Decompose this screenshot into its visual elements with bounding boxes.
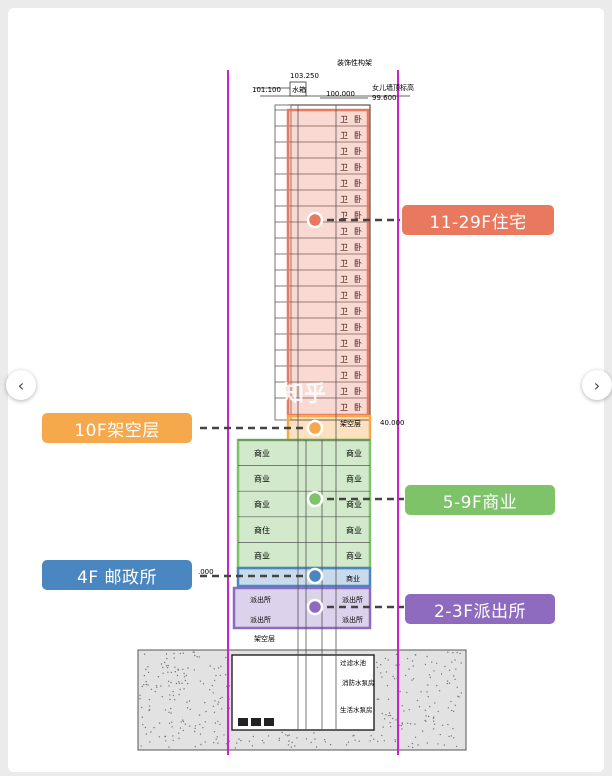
- commercial-room-labels: 商业商业商业商业商业商业商住商业商业商业: [254, 448, 362, 560]
- elev-podium: .000: [198, 568, 214, 576]
- room-bath-label: 卫: [340, 115, 348, 124]
- marker-residential: [306, 211, 324, 229]
- room-fire-pump: 消防水泵房: [342, 678, 375, 687]
- room-stilt-basement: 架空层: [254, 634, 275, 643]
- room-bath-label: 卫: [340, 403, 348, 412]
- room-bath-label: 卫: [340, 227, 348, 236]
- prev-arrow-button[interactable]: ‹: [6, 370, 36, 400]
- room-shop-right: 商业: [346, 474, 362, 484]
- room-shop-right: 商业: [346, 525, 362, 535]
- elev-40: 40.000: [380, 419, 405, 427]
- room-bed-label: 卧: [354, 323, 362, 332]
- basement: [231, 654, 375, 731]
- room-bath-label: 卫: [340, 387, 348, 396]
- room-post-shop: 商业: [346, 574, 360, 583]
- residential-room-labels: 卫卧卫卧卫卧卫卧卫卧卫卧卫卧卫卧卫卧卫卧卫卧卫卧卫卧卫卧卫卧卫卧卫卧卫卧卫卧: [340, 115, 362, 412]
- elev-101: 101.100: [252, 86, 281, 94]
- marker-commercial: [306, 490, 324, 508]
- room-bed-label: 卧: [354, 179, 362, 188]
- room-bath-label: 卫: [340, 307, 348, 316]
- room-shop-left: 商业: [254, 499, 270, 509]
- marker-police: [306, 598, 324, 616]
- next-arrow-button[interactable]: ›: [582, 370, 612, 400]
- elev-parapet: 99.600: [372, 94, 397, 102]
- elev-top: 103.250: [290, 72, 319, 80]
- callout-post: 4F 邮政所: [42, 560, 192, 590]
- room-bed-label: 卧: [354, 195, 362, 204]
- zone-police: [232, 586, 372, 630]
- soil-texture: [139, 651, 462, 749]
- callout-residential: 11-29F住宅: [402, 205, 554, 235]
- room-shop-left: 商住: [254, 525, 270, 535]
- room-bed-label: 卧: [354, 211, 362, 220]
- watermark: 知乎: [282, 382, 327, 407]
- room-bed-label: 卧: [354, 387, 362, 396]
- room-bath-label: 卫: [340, 339, 348, 348]
- label-stilt-floor: 架空层: [340, 419, 361, 428]
- room-bed-label: 卧: [354, 227, 362, 236]
- room-bed-label: 卧: [354, 131, 362, 140]
- room-bath-label: 卫: [340, 323, 348, 332]
- room-bath-label: 卫: [340, 195, 348, 204]
- callout-police: 2-3F派出所: [405, 594, 555, 624]
- room-bath-label: 卫: [340, 147, 348, 156]
- room-bed-label: 卧: [354, 259, 362, 268]
- label-parapet: 女儿墙顶标高: [372, 83, 414, 92]
- elev-100: 100.000: [326, 90, 355, 98]
- room-bath-label: 卫: [340, 291, 348, 300]
- room-bath-label: 卫: [340, 131, 348, 140]
- room-police-3: 派出所: [342, 595, 363, 604]
- callout-stilt: 10F架空层: [42, 413, 192, 443]
- room-bed-label: 卧: [354, 275, 362, 284]
- room-police-1: 派出所: [250, 595, 271, 604]
- residential-floor-lines: [275, 109, 370, 399]
- marker-stilt: [306, 419, 324, 437]
- room-bath-label: 卫: [340, 243, 348, 252]
- room-bath-label: 卫: [340, 259, 348, 268]
- room-bed-label: 卧: [354, 307, 362, 316]
- room-bed-label: 卧: [354, 403, 362, 412]
- room-shop-right: 商业: [346, 448, 362, 458]
- room-bath-label: 卫: [340, 179, 348, 188]
- room-bath-label: 卫: [340, 371, 348, 380]
- room-bed-label: 卧: [354, 115, 362, 124]
- callout-commercial: 5-9F商业: [405, 485, 555, 515]
- room-police-2: 派出所: [250, 615, 271, 624]
- room-bath-label: 卫: [340, 275, 348, 284]
- room-bed-label: 卧: [354, 163, 362, 172]
- room-bed-label: 卧: [354, 147, 362, 156]
- room-bath-label: 卫: [340, 163, 348, 172]
- label-decorative-frame: 装饰性构架: [337, 58, 372, 67]
- room-bed-label: 卧: [354, 291, 362, 300]
- commercial-floor-lines: [238, 439, 370, 543]
- room-shop-left: 商业: [254, 550, 270, 560]
- room-bed-label: 卧: [354, 339, 362, 348]
- label-water-tank: 水箱: [292, 85, 306, 94]
- room-bath-label: 卫: [340, 211, 348, 220]
- room-life-pump: 生活水泵房: [340, 705, 373, 714]
- room-fire-pool: 过滤水池: [340, 658, 367, 667]
- room-shop-left: 商业: [254, 474, 270, 484]
- room-bed-label: 卧: [354, 371, 362, 380]
- room-bath-label: 卫: [340, 355, 348, 364]
- room-shop-left: 商业: [254, 448, 270, 458]
- room-shop-right: 商业: [346, 550, 362, 560]
- room-police-4: 派出所: [342, 615, 363, 624]
- tower-outline: [287, 104, 371, 421]
- zone-commercial: [236, 438, 372, 570]
- room-bed-label: 卧: [354, 355, 362, 364]
- marker-post: [306, 567, 324, 585]
- room-bed-label: 卧: [354, 243, 362, 252]
- room-shop-right: 商业: [346, 499, 362, 509]
- zone-residential: [286, 108, 370, 417]
